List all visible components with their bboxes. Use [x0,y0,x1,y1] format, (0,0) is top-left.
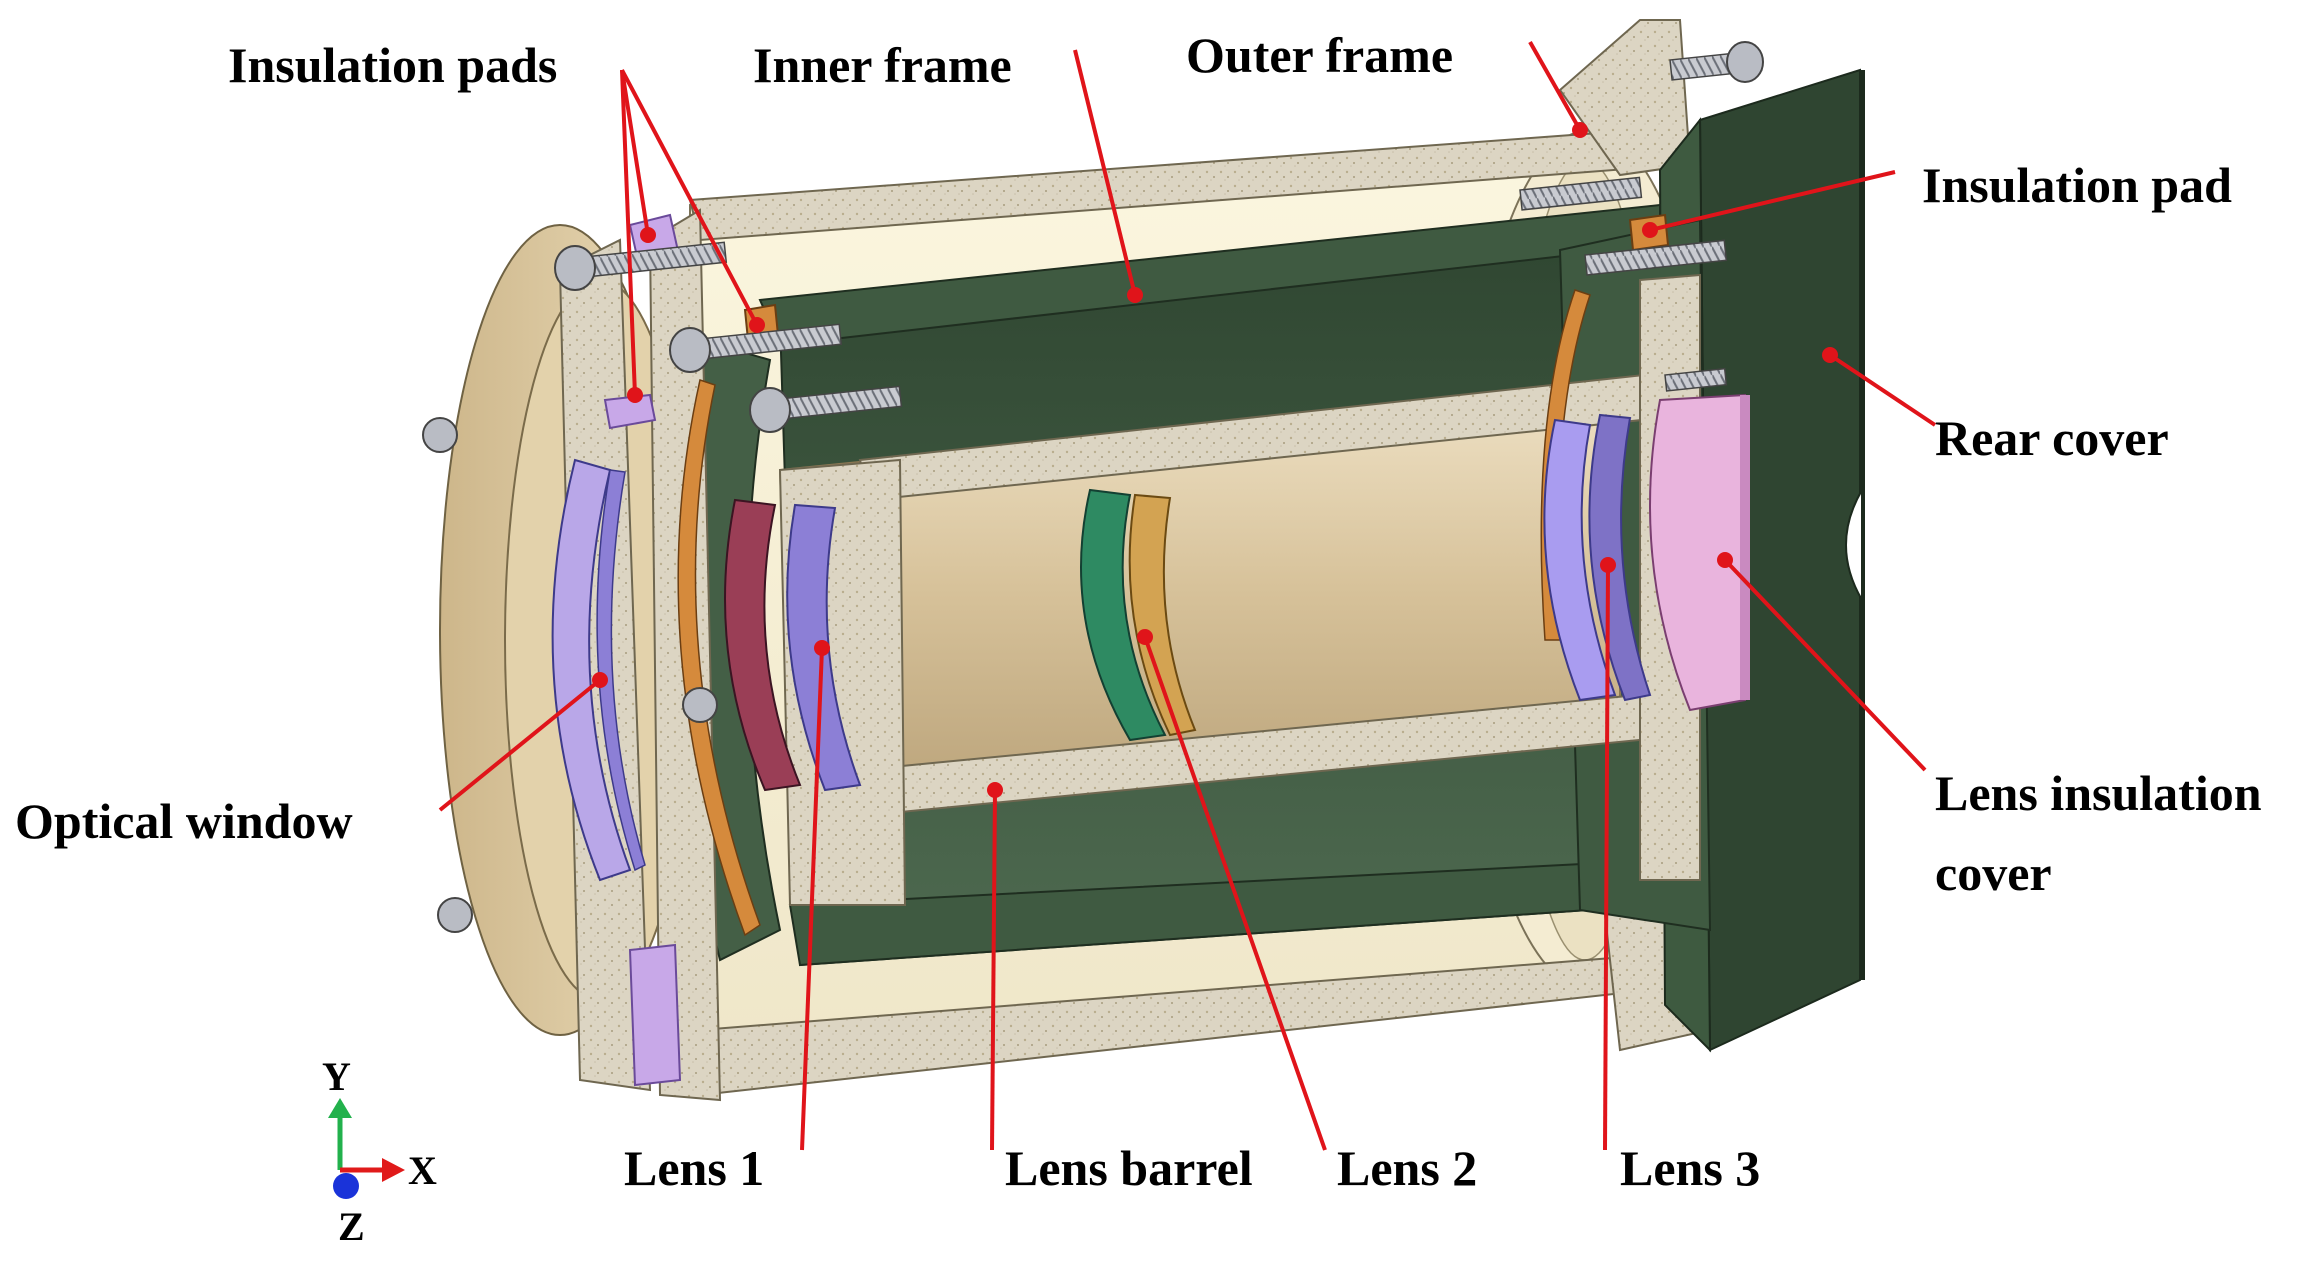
z-axis-dot [333,1173,359,1199]
label-lens-2: Lens 2 [1337,1140,1477,1196]
axis-triad: Y X Z [322,1054,437,1249]
axis-label-z: Z [338,1204,365,1249]
bolts [422,41,1764,933]
lens-insulation-cover [1649,393,1750,712]
label-lens-3: Lens 3 [1620,1140,1760,1196]
lens-3 [1543,413,1652,702]
label-optical-window: Optical window [15,793,353,849]
lens-2 [1080,488,1197,742]
optical-window [551,458,646,882]
axis-label-y: Y [322,1054,351,1099]
label-rear-cover: Rear cover [1935,410,2169,466]
label-outer-frame: Outer frame [1186,27,1453,83]
label-inner-frame: Inner frame [753,37,1012,93]
label-insulation-pad: Insulation pad [1922,157,2232,213]
axis-label-x: X [408,1148,437,1193]
labels: Insulation pads Inner frame Outer frame … [15,27,2262,1196]
leader-lines [438,41,1937,1151]
label-lens-1: Lens 1 [624,1140,764,1196]
label-lens-barrel: Lens barrel [1005,1140,1253,1196]
label-lens-insulation-cover-line1: Lens insulation [1935,765,2262,821]
label-lens-insulation-cover-line2: cover [1935,845,2052,901]
label-insulation-pads: Insulation pads [228,37,557,93]
